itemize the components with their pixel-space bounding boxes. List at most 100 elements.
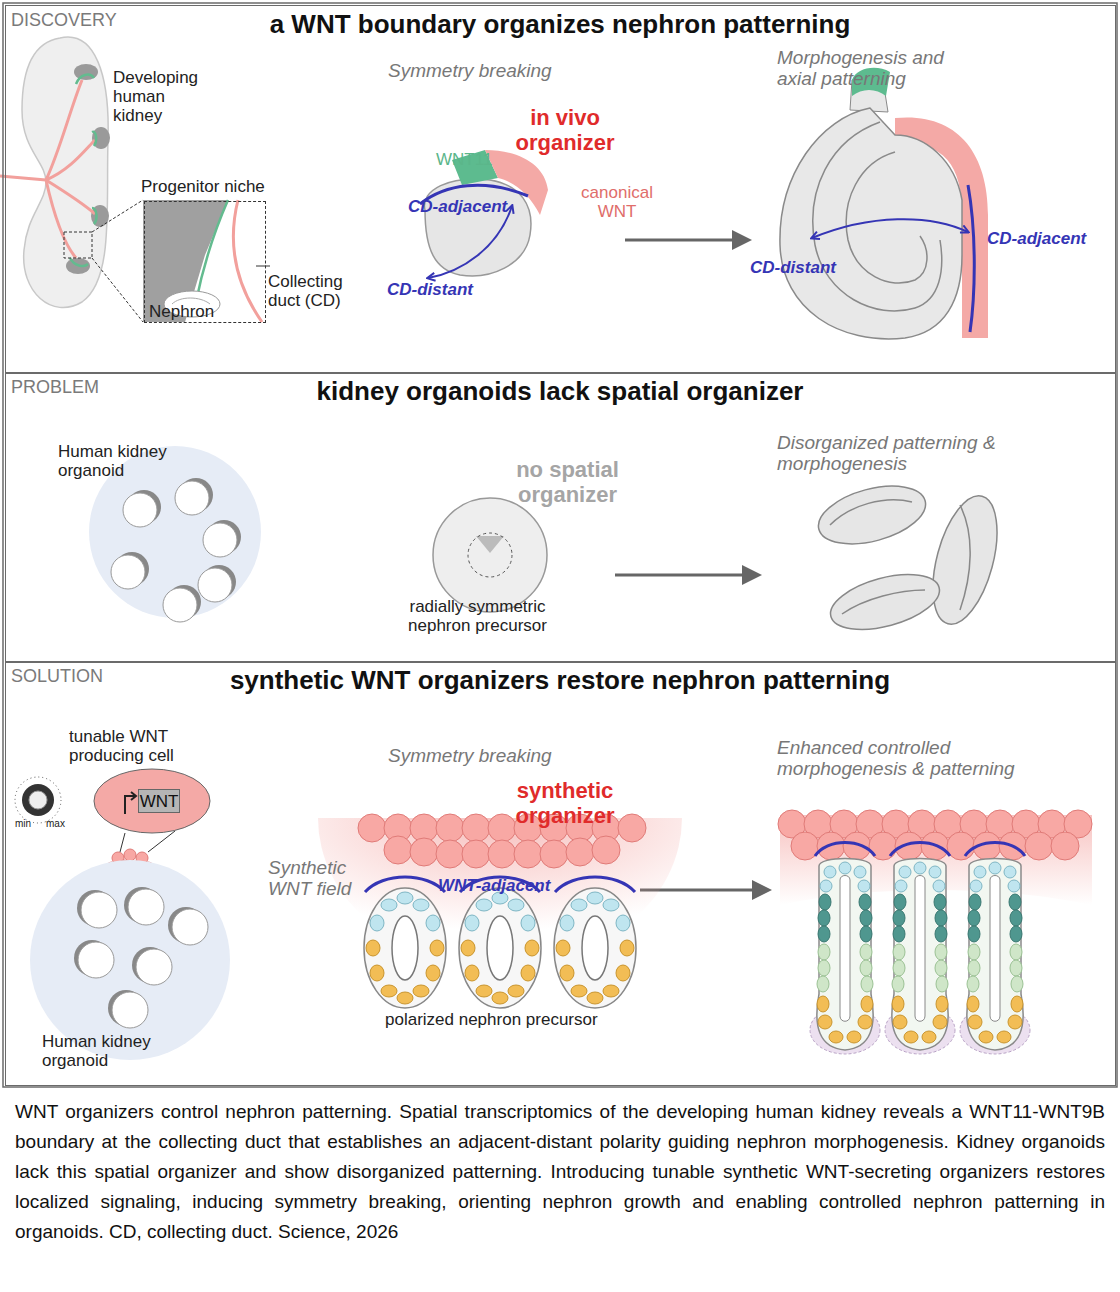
organoid (111, 555, 145, 589)
panel-heading: kidney organoids lack spatial organizer (6, 377, 1114, 406)
problem-panel: PROBLEMkidney organoids lack spatial org… (5, 372, 1116, 663)
organoid (203, 523, 237, 557)
synthetic-wnt-field (566, 838, 594, 866)
axis-label: WNT-adjacent (438, 876, 598, 895)
symmetry-breaking-precursor (420, 150, 548, 278)
synthetic-wnt-field (540, 840, 568, 868)
synthetic-wnt-field (514, 814, 542, 842)
axis-label: CD-distant (750, 258, 870, 277)
organoid (112, 992, 148, 1028)
figure-caption: WNT organizers control nephron patternin… (15, 1097, 1105, 1247)
signal-label: canonical WNT (572, 183, 662, 221)
organoid (136, 949, 172, 985)
structure-label: Collecting duct (CD) (268, 272, 368, 310)
dial-label: max (46, 818, 76, 829)
organoid (175, 481, 209, 515)
synthetic-organizer-band (947, 832, 975, 860)
disorganized-nephron (812, 476, 1009, 640)
stage-label: Enhanced controlled morphogenesis & patt… (777, 737, 1057, 780)
patterned-nephron-in-vivo (846, 152, 927, 283)
progenitor-niche-inset (143, 200, 228, 322)
tuning-knob (15, 777, 61, 823)
organoid (123, 493, 157, 527)
organoid (111, 481, 237, 622)
stage-arrow (615, 574, 745, 577)
disorganized-nephron (842, 590, 925, 614)
axis-label: CD-adjacent (408, 197, 538, 216)
field-label: Synthetic WNT field (268, 857, 368, 900)
synthetic-wnt-field (384, 836, 412, 864)
panel-heading: a WNT boundary organizes nephron pattern… (6, 10, 1114, 39)
structure-label: radially symmetric nephron precursor (390, 597, 565, 635)
section-label: DISCOVERY (11, 10, 117, 30)
discovery-panel: DISCOVERYa WNT boundary organizes nephro… (5, 5, 1116, 374)
organoid-label: Human kidney organoid (42, 1032, 172, 1070)
radial-precursor (468, 533, 512, 577)
patterned-nephron-in-vivo (813, 122, 942, 311)
synthetic-wnt-field (436, 840, 464, 868)
synthetic-wnt-field (592, 836, 620, 864)
synthetic-wnt-field (358, 814, 646, 868)
stage-arrow (742, 565, 762, 585)
synthetic-wnt-field (436, 814, 464, 842)
illustration (459, 877, 541, 1008)
synthetic-wnt-field (514, 840, 542, 868)
stage-label: Symmetry breaking (388, 745, 608, 766)
stage-label: Symmetry breaking (388, 60, 608, 81)
organoid (78, 942, 114, 978)
kidney-illustration (64, 232, 92, 258)
tuning-knob (29, 791, 47, 809)
cell-label: tunable WNT producing cell (69, 727, 194, 765)
radial-precursor (433, 498, 547, 612)
progenitor-niche-inset (196, 200, 228, 302)
solution-panel: SOLUTIONsynthetic WNT organizers restore… (5, 661, 1116, 1086)
tuning-knob (15, 777, 61, 823)
organizer-cluster (124, 849, 136, 861)
organizer-label: no spatial organizer (505, 458, 630, 507)
radial-precursor (433, 498, 547, 612)
patterned-nephron-in-vivo (780, 68, 988, 339)
symmetry-breaking-precursor (428, 206, 512, 278)
organoid (128, 889, 164, 925)
organoid (81, 892, 117, 928)
organizer-label: synthetic organizer (505, 779, 625, 828)
stage-label: Disorganized patterning & morphogenesis (777, 432, 1077, 475)
disorganized-nephron (812, 476, 932, 555)
progenitor-niche-inset (233, 200, 262, 322)
progenitor-niche-inset: Progenitor nicheNephron (144, 201, 266, 323)
patterned-nephron-in-vivo (968, 185, 974, 332)
organoid (198, 568, 232, 602)
synthetic-wnt-field (488, 840, 516, 868)
axis-label: CD-adjacent (987, 229, 1112, 248)
panel-heading: synthetic WNT organizers restore nephron… (6, 666, 1114, 695)
wnt-producing-cell: tunable WNT producing cellWNT (93, 768, 211, 834)
tuning-knob (22, 784, 54, 816)
organoid (89, 446, 261, 622)
stage-arrow (625, 239, 735, 242)
synthetic-wnt-field (462, 840, 490, 868)
stage-arrow (615, 230, 772, 900)
synthetic-wnt-field (358, 814, 386, 842)
cell-outline (94, 769, 210, 833)
synthetic-organizer-band (843, 832, 871, 860)
axis-label: CD-distant (387, 280, 507, 299)
organoid (30, 860, 230, 1060)
organ-label: Developing human kidney (113, 68, 208, 125)
illustration (554, 877, 636, 1008)
synthetic-wnt-field (488, 814, 516, 842)
patterned-nephron-in-vivo (852, 68, 890, 96)
disorganized-nephron (960, 505, 970, 610)
organoid (78, 889, 208, 1028)
promoter-arrow (125, 792, 136, 814)
disorganized-nephron (830, 500, 912, 525)
kidney-illustration (92, 200, 143, 322)
figure-frame (3, 3, 1117, 1087)
illustration (960, 843, 1030, 1055)
organoid (163, 588, 197, 622)
gene-box: WNT (138, 789, 180, 813)
progenitor-niche-inset (256, 266, 270, 267)
organoid (172, 909, 208, 945)
disorganized-nephron (825, 564, 946, 639)
disorganized-nephron (921, 489, 1009, 631)
patterned-nephron-in-vivo (780, 108, 962, 339)
